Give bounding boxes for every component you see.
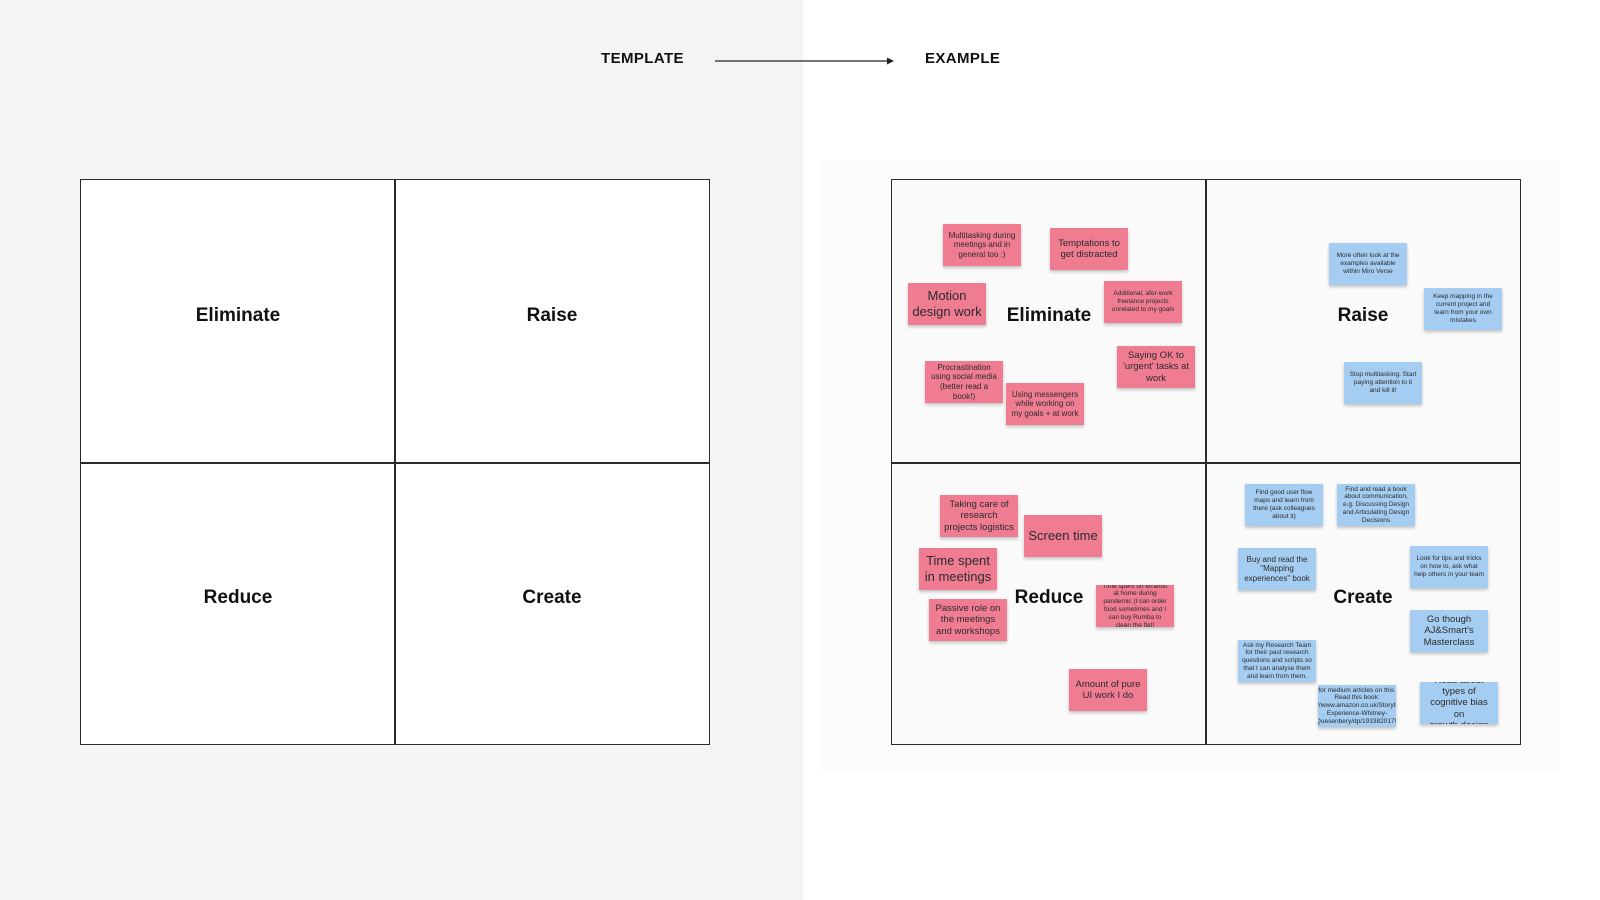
template-heading: TEMPLATE: [601, 50, 684, 67]
sticky-note[interactable]: Stop multitasking. Start paying attentio…: [1344, 362, 1422, 404]
sticky-note[interactable]: Procrastination using social media (bett…: [925, 361, 1003, 403]
sticky-note[interactable]: Time spent on errands at home during pan…: [1096, 585, 1174, 627]
sticky-note[interactable]: More often look at the examples availabl…: [1329, 243, 1407, 285]
sticky-note[interactable]: Multitasking during meetings and in gene…: [943, 224, 1021, 266]
sticky-note[interactable]: Look for medium articles on this topic. …: [1318, 685, 1396, 727]
sticky-note[interactable]: Buy and read the "Mapping experiences" b…: [1238, 548, 1316, 590]
quadrant-label-reduce: Reduce: [1014, 587, 1084, 608]
matrix-divider-horizontal: [892, 462, 1520, 464]
arrow-right-icon: [715, 57, 894, 65]
quadrant-label-create: Create: [1333, 587, 1393, 608]
sticky-note[interactable]: Using messengers while working on my goa…: [1006, 383, 1084, 425]
sticky-note[interactable]: Find good user flow maps and learn from …: [1245, 484, 1323, 526]
sticky-note[interactable]: Motion design work: [908, 283, 986, 325]
sticky-note[interactable]: Go though AJ&Smart's Masterclass: [1410, 610, 1488, 652]
sticky-note[interactable]: Saying OK to 'urgent' tasks at work: [1117, 346, 1195, 388]
sticky-note[interactable]: Time spent in meetings: [919, 548, 997, 590]
sticky-note[interactable]: Temptations to get distracted: [1050, 228, 1128, 270]
sticky-note[interactable]: Ask my Research Team for their past rese…: [1238, 640, 1316, 682]
quadrant-label-raise: Raise: [1337, 305, 1389, 326]
quadrant-label-eliminate: Eliminate: [195, 305, 281, 326]
quadrant-label-create: Create: [522, 587, 582, 608]
quadrant-label-eliminate: Eliminate: [1006, 305, 1092, 326]
sticky-note[interactable]: Additional, afer-work freelance projects…: [1104, 281, 1182, 323]
sticky-note[interactable]: Look for tips and tricks on how to, ask …: [1410, 546, 1488, 588]
template-matrix: Eliminate Raise Reduce Create: [80, 179, 710, 745]
quadrant-label-raise: Raise: [526, 305, 578, 326]
sticky-note[interactable]: Keep mapping in the current project and …: [1424, 288, 1502, 330]
matrix-divider-horizontal: [81, 462, 709, 464]
sticky-note[interactable]: Find and read a book about communication…: [1337, 484, 1415, 526]
sticky-note[interactable]: Taking care of research projects logisti…: [940, 495, 1018, 537]
sticky-note[interactable]: Read about types of cognitive bias on gr…: [1420, 682, 1498, 724]
quadrant-label-reduce: Reduce: [203, 587, 273, 608]
sticky-note[interactable]: Amount of pure UI work I do: [1069, 669, 1147, 711]
sticky-note[interactable]: Screen time: [1024, 515, 1102, 557]
example-heading: EXAMPLE: [925, 50, 1001, 67]
sticky-note[interactable]: Passive role on the meetings and worksho…: [929, 599, 1007, 641]
